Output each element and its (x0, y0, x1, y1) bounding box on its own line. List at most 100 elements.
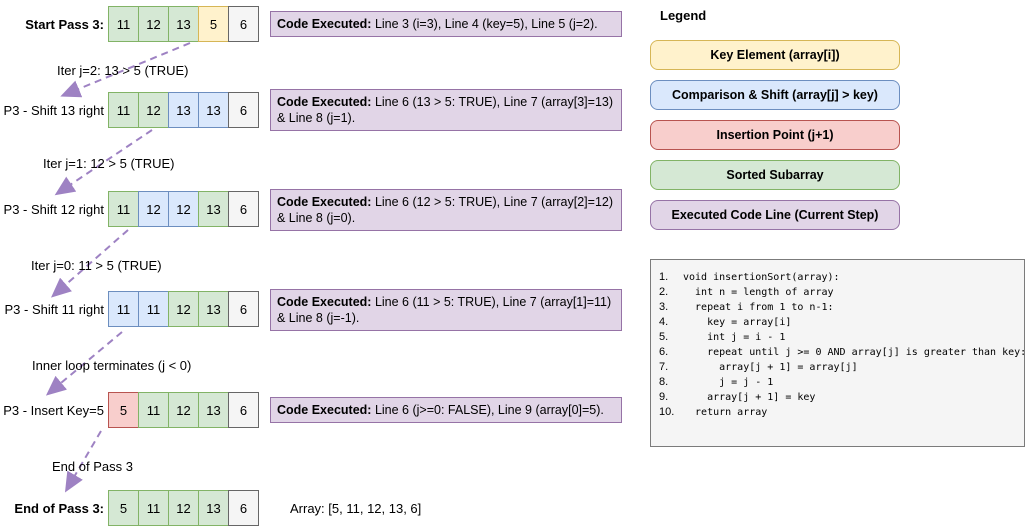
code-executed-line: Code Executed: Line 6 (j>=0: FALSE), Lin… (277, 403, 604, 417)
code-executed-box: Code Executed: Line 6 (13 > 5: TRUE), Li… (270, 89, 622, 131)
code-executed-line: & Line 8 (j=0). (277, 211, 356, 225)
array-cell-shift: 11 (138, 291, 169, 327)
legend-item-insert: Insertion Point (j+1) (650, 120, 900, 150)
step-label: P3 - Shift 12 right (3, 201, 104, 217)
step-label: P3 - Shift 11 right (4, 301, 104, 317)
code-executed-prefix: Code Executed: (277, 95, 375, 109)
legend-panel: Legend Key Element (array[i]) Comparison … (650, 8, 902, 230)
array-cell-plain: 6 (228, 490, 259, 526)
array-cell-plain: 6 (228, 92, 259, 128)
array-cell-plain: 6 (228, 191, 259, 227)
code-executed-box: Code Executed: Line 3 (i=3), Line 4 (key… (270, 11, 622, 37)
code-executed-box: Code Executed: Line 6 (j>=0: FALSE), Lin… (270, 397, 622, 423)
array-cell-shift: 13 (198, 92, 229, 128)
pseudocode-line-code: array[j + 1] = key (683, 392, 816, 403)
array-cell-sorted: 13 (198, 490, 229, 526)
array-cell-plain: 6 (228, 6, 259, 42)
array-cell-sorted: 11 (108, 191, 139, 227)
legend-item-key: Key Element (array[i]) (650, 40, 900, 70)
array-cell-plain: 6 (228, 291, 259, 327)
array-cell-shift: 13 (168, 92, 199, 128)
code-executed-prefix: Code Executed: (277, 17, 375, 31)
pseudocode-line-code: int n = length of array (683, 287, 834, 298)
code-executed-box: Code Executed: Line 6 (11 > 5: TRUE), Li… (270, 289, 622, 331)
transition-label: Inner loop terminates (j < 0) (32, 358, 192, 373)
pseudocode-line-number: 10. (659, 406, 675, 418)
pseudocode-line-number: 3. (659, 301, 669, 313)
pseudocode-line: 6. repeat until j >= 0 AND array[j] is g… (659, 345, 1027, 360)
transition-label: Iter j=2: 13 > 5 (TRUE) (57, 63, 189, 78)
array-cell-shift: 11 (108, 291, 139, 327)
pseudocode-line-code: repeat until j >= 0 AND array[j] is grea… (683, 347, 1027, 358)
pseudocode-line-number: 5. (659, 331, 669, 343)
pseudocode-line-number: 2. (659, 286, 669, 298)
array-cell-sorted: 13 (168, 6, 199, 42)
pseudocode-line: 1. void insertionSort(array): (659, 270, 1024, 285)
step-label: Start Pass 3: (25, 16, 104, 32)
pseudocode-line-code: key = array[i] (683, 317, 792, 328)
pseudocode-line: 4. key = array[i] (659, 315, 1024, 330)
pseudocode-panel: 1. void insertionSort(array): 2. int n = l… (650, 259, 1027, 447)
pseudocode-line-code: return array (683, 407, 768, 418)
array-cell-sorted: 12 (168, 291, 199, 327)
array-cell-sorted: 12 (168, 490, 199, 526)
code-executed-prefix: Code Executed: (277, 195, 375, 209)
array-cell-sorted: 11 (138, 392, 169, 428)
array-cell-sorted: 5 (108, 490, 139, 526)
pseudocode-line-code: repeat i from 1 to n-1: (683, 302, 834, 313)
code-executed-line: Code Executed: Line 3 (i=3), Line 4 (key… (277, 17, 598, 31)
step-label: End of Pass 3: (14, 500, 104, 516)
array-cell-sorted: 11 (108, 6, 139, 42)
pseudocode-line: 9. array[j + 1] = key (659, 390, 1024, 405)
array-cell-sorted: 12 (168, 392, 199, 428)
final-array-text: Array: [5, 11, 12, 13, 6] (290, 500, 422, 516)
legend-title: Legend (660, 8, 707, 23)
code-executed-box: Code Executed: Line 6 (12 > 5: TRUE), Li… (270, 189, 622, 231)
pseudocode-line: 2. int n = length of array (659, 285, 1024, 300)
array-cell-sorted: 12 (138, 92, 169, 128)
legend-item-sorted: Sorted Subarray (650, 160, 900, 190)
pseudocode-line: 10. return array (659, 405, 1024, 420)
pseudocode-line: 8. j = j - 1 (659, 375, 1024, 390)
transition-label: End of Pass 3 (52, 459, 133, 474)
array-cell-key: 5 (198, 6, 229, 42)
array-cell-shift: 12 (138, 191, 169, 227)
array-cell-sorted: 13 (198, 392, 229, 428)
pseudocode-line-number: 8. (659, 376, 669, 388)
array-cell-sorted: 11 (138, 490, 169, 526)
array-cell-plain: 6 (228, 392, 259, 428)
code-executed-line: Code Executed: Line 6 (12 > 5: TRUE), Li… (277, 195, 614, 209)
pseudocode-line-code: int j = i - 1 (683, 332, 786, 343)
code-executed-prefix: Code Executed: (277, 295, 375, 309)
code-executed-line: Code Executed: Line 6 (13 > 5: TRUE), Li… (277, 95, 614, 109)
pseudocode-line: 7. array[j + 1] = array[j] (659, 360, 1024, 375)
pseudocode-line-number: 6. (659, 346, 669, 358)
code-executed-line: & Line 8 (j=1). (277, 111, 356, 125)
step-label: P3 - Shift 13 right (3, 102, 104, 118)
pseudocode-line-number: 7. (659, 361, 669, 373)
pseudocode-line-code: j = j - 1 (683, 377, 774, 388)
array-cell-insert: 5 (108, 392, 139, 428)
code-executed-line: Code Executed: Line 6 (11 > 5: TRUE), Li… (277, 295, 612, 309)
array-cell-sorted: 13 (198, 291, 229, 327)
pseudocode-line-number: 1. (659, 271, 669, 283)
transition-label: Iter j=0: 11 > 5 (TRUE) (31, 258, 162, 273)
pseudocode-line-number: 9. (659, 391, 669, 403)
pseudocode-line-code: array[j + 1] = array[j] (683, 362, 858, 373)
step-label: P3 - Insert Key=5 (3, 402, 104, 418)
array-cell-sorted: 12 (138, 6, 169, 42)
pseudocode-line-code: void insertionSort(array): (683, 272, 840, 283)
pseudocode-line: 3. repeat i from 1 to n-1: (659, 300, 1024, 315)
code-executed-line: & Line 8 (j=-1). (277, 311, 360, 325)
pseudocode-line: 5. int j = i - 1 (659, 330, 1024, 345)
legend-item-shift: Comparison & Shift (array[j] > key) (650, 80, 900, 110)
pseudocode-line-number: 4. (659, 316, 669, 328)
transition-label: Iter j=1: 12 > 5 (TRUE) (43, 156, 175, 171)
